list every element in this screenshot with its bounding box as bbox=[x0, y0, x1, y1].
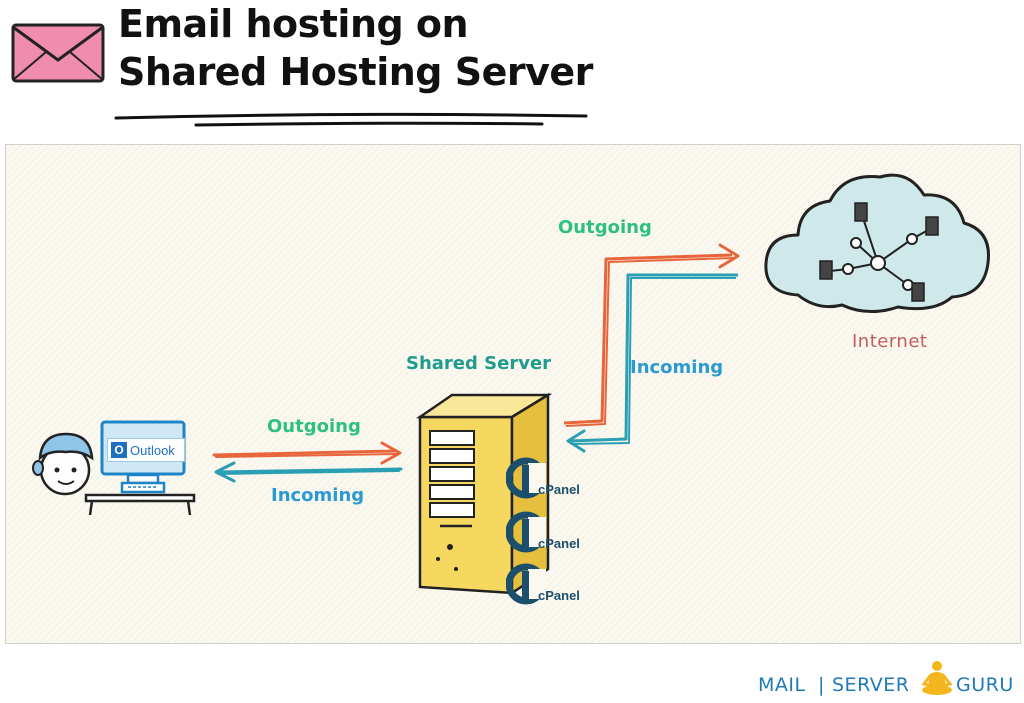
header: Email hosting on Shared Hosting Server bbox=[0, 0, 640, 135]
internet-outgoing-label: Outgoing bbox=[558, 217, 652, 238]
user-avatar-icon bbox=[32, 432, 94, 496]
cloud-network-icon bbox=[764, 173, 990, 313]
client-outgoing-label: Outgoing bbox=[267, 416, 361, 437]
client-server-arrows bbox=[212, 441, 403, 483]
cpanel-label-2: cPanel bbox=[538, 536, 580, 551]
meditating-figure-icon bbox=[921, 661, 953, 695]
cpanel-logo-3 bbox=[506, 563, 546, 605]
cpanel-label-1: cPanel bbox=[538, 482, 580, 497]
logo-server: SERVER bbox=[832, 674, 910, 696]
outlook-badge: O Outlook bbox=[107, 438, 185, 462]
server-internet-arrows bbox=[563, 243, 740, 453]
envelope-icon bbox=[11, 23, 105, 83]
client-incoming-label: Incoming bbox=[271, 485, 365, 506]
diagram-panel: O Outlook Outgoing Incoming Shared Serve… bbox=[5, 144, 1021, 644]
cpanel-logo-2 bbox=[506, 511, 546, 553]
outlook-icon: O bbox=[111, 442, 127, 458]
cpanel-logo-1 bbox=[506, 457, 546, 499]
logo-divider: | bbox=[818, 674, 825, 696]
title-underline bbox=[114, 112, 588, 127]
outlook-label: Outlook bbox=[130, 442, 175, 458]
server-title: Shared Server bbox=[406, 353, 552, 374]
logo-guru: GURU bbox=[956, 674, 1014, 696]
logo-mail: MAIL bbox=[758, 674, 806, 696]
internet-incoming-label: Incoming bbox=[630, 357, 724, 378]
footer-logo: MAIL | SERVER GURU bbox=[758, 661, 1020, 700]
page-title-line-2: Shared Hosting Server bbox=[118, 50, 593, 94]
page-title-line-1: Email hosting on bbox=[118, 2, 469, 46]
computer-monitor-icon bbox=[84, 420, 196, 516]
cpanel-label-3: cPanel bbox=[538, 588, 580, 603]
internet-label: Internet bbox=[852, 331, 928, 352]
